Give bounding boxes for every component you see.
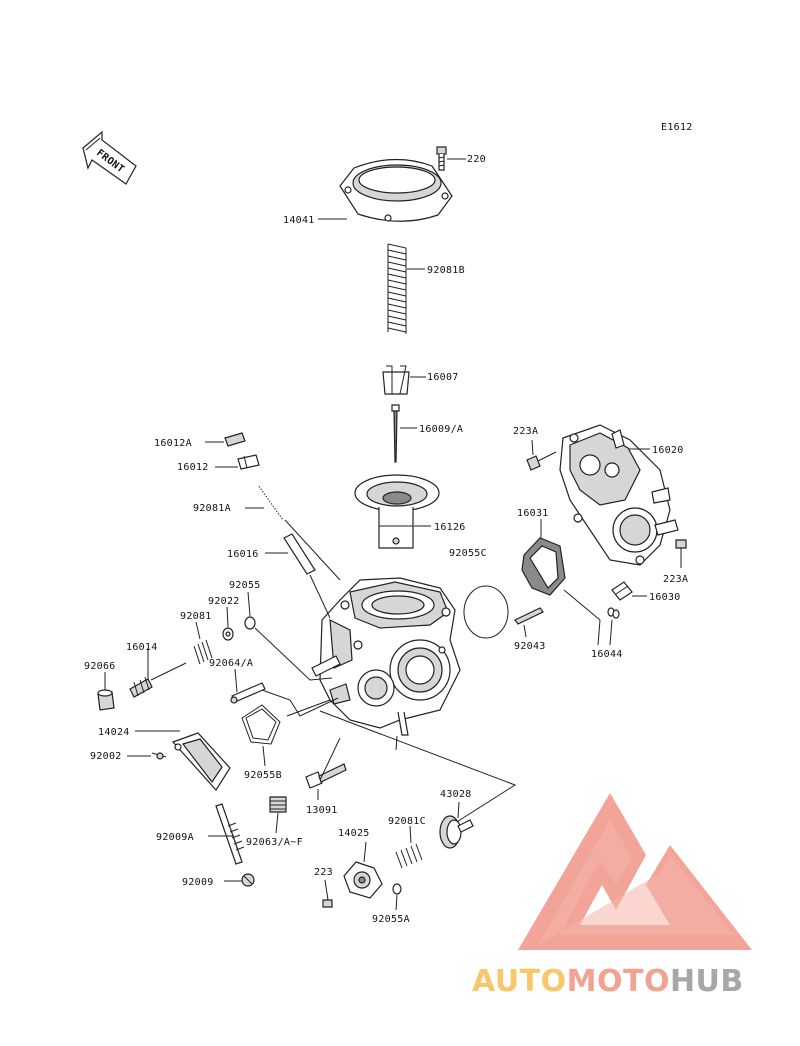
needle-holder-16007: 16007 xyxy=(382,365,459,395)
label-92055B: 92055B xyxy=(244,770,282,781)
label-16030: 16030 xyxy=(649,592,681,603)
top-cover-14041: 14041 xyxy=(283,158,453,226)
label-92009A: 92009A xyxy=(156,832,194,843)
screw-223A-top: 223A xyxy=(513,426,557,471)
label-14041: 14041 xyxy=(283,215,315,226)
part-16012: 16012 xyxy=(177,454,260,473)
label-92055: 92055 xyxy=(229,580,261,591)
cover-14024: 14024 xyxy=(98,727,231,791)
label-92055C: 92055C xyxy=(449,548,487,559)
screw-223A-right: 223A xyxy=(663,539,688,585)
jet-needle-16009A: 16009/A xyxy=(391,404,463,463)
diaphragm-16126: 16126 xyxy=(354,474,466,549)
gasket-92055B: 92055B xyxy=(241,704,282,781)
label-16007: 16007 xyxy=(427,372,459,383)
part-16030: 16030 xyxy=(611,581,681,603)
automotohub-logo-icon xyxy=(518,793,752,950)
pipe-92064A: 92064/A xyxy=(209,658,266,704)
choke-16031: 16031 xyxy=(517,508,601,621)
part-16044: 16044 xyxy=(591,607,623,660)
label-92081A: 92081A xyxy=(193,503,231,514)
screw-13091: 13091 xyxy=(305,763,347,816)
oring-92055A: 92055A xyxy=(372,883,410,925)
washer-92022: 92022 xyxy=(208,596,240,641)
label-223A-right: 223A xyxy=(663,574,688,585)
label-92081C: 92081C xyxy=(388,816,426,827)
spring-92081A: 92081A xyxy=(193,484,284,521)
oring-92055C: 92055C xyxy=(449,548,509,639)
svg-text:AUTOMOTOHUB: AUTOMOTOHUB xyxy=(472,964,744,999)
label-92066: 92066 xyxy=(84,661,116,672)
watermark-auto: AUTO xyxy=(472,964,567,999)
screw-220: 220 xyxy=(436,146,486,171)
label-16031: 16031 xyxy=(517,508,549,519)
label-14025: 14025 xyxy=(338,828,370,839)
label-92081B: 92081B xyxy=(427,265,465,276)
spring-92081C: 92081C xyxy=(388,816,426,869)
carburetor-body xyxy=(311,577,461,736)
label-16126: 16126 xyxy=(434,522,466,533)
spring-92081B: 92081B xyxy=(387,243,465,334)
cap-92066: 92066 xyxy=(84,661,116,711)
watermark-hub: HUB xyxy=(670,964,744,999)
adjuster-92009A: 92009A xyxy=(156,803,245,865)
label-16012A: 16012A xyxy=(154,438,192,449)
screw-92009: 92009 xyxy=(182,873,255,888)
label-16020: 16020 xyxy=(652,445,684,456)
label-92063: 92063/A~F xyxy=(246,837,303,848)
jet-92063: 92063/A~F xyxy=(246,796,303,848)
label-223A-top: 223A xyxy=(513,426,538,437)
label-43028: 43028 xyxy=(440,789,472,800)
label-92002: 92002 xyxy=(90,751,122,762)
jet-16016: 16016 xyxy=(227,533,316,575)
label-92081: 92081 xyxy=(180,611,212,622)
watermark-moto: MOTO xyxy=(567,964,670,999)
plunger-43028: 43028 xyxy=(439,789,474,849)
part-16012A: 16012A xyxy=(154,432,246,449)
label-16044: 16044 xyxy=(591,649,623,660)
label-223: 223 xyxy=(314,867,333,878)
diagram-id: E1612 xyxy=(661,122,693,133)
label-92043: 92043 xyxy=(514,641,546,652)
label-16012: 16012 xyxy=(177,462,209,473)
oring-92055: 92055 xyxy=(229,580,261,630)
cover-16020: 16020 xyxy=(559,424,684,566)
automotohub-watermark: AUTOMOTOHUB xyxy=(472,793,752,999)
lever-92043: 92043 xyxy=(514,607,546,652)
label-92009: 92009 xyxy=(182,877,214,888)
label-16016: 16016 xyxy=(227,549,259,560)
front-arrow-icon: FRONT xyxy=(82,130,137,185)
label-13091: 13091 xyxy=(306,805,338,816)
screw-16014: 16014 xyxy=(126,642,187,698)
cover-14025: 14025 xyxy=(338,828,383,899)
label-16009A: 16009/A xyxy=(419,424,463,435)
screw-223: 223 xyxy=(314,867,333,908)
label-14024: 14024 xyxy=(98,727,130,738)
label-16014: 16014 xyxy=(126,642,158,653)
spring-92081: 92081 xyxy=(180,611,213,665)
label-92055A: 92055A xyxy=(372,914,410,925)
label-92064A: 92064/A xyxy=(209,658,253,669)
label-92022: 92022 xyxy=(208,596,240,607)
label-220: 220 xyxy=(467,154,486,165)
screw-92002: 92002 xyxy=(90,751,167,762)
